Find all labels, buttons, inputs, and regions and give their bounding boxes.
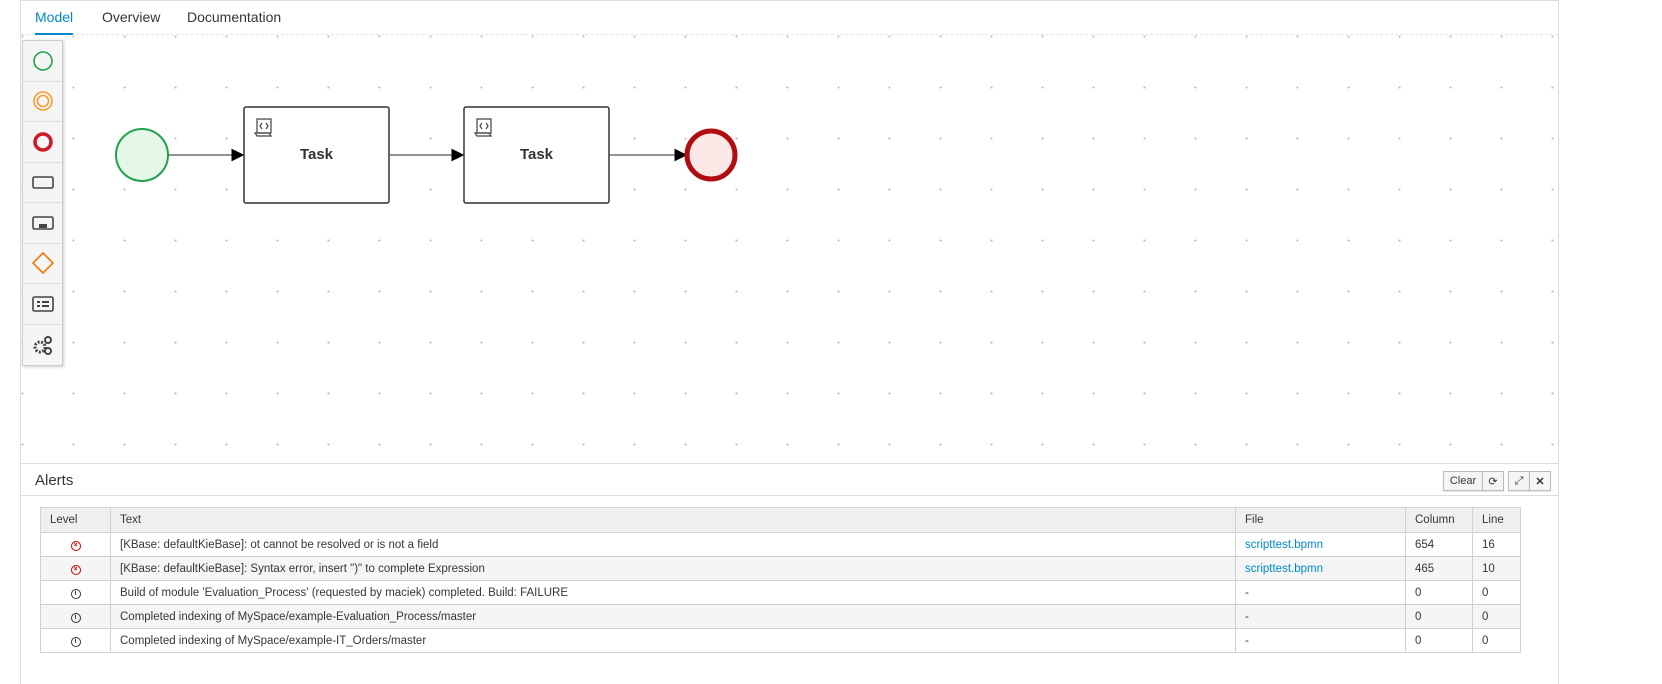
start-event[interactable] [115, 128, 169, 182]
editor-panel: Model Overview Documentation Task Task A… [20, 0, 1559, 684]
palette-start-events[interactable] [23, 41, 62, 82]
close-icon: ✕ [1535, 475, 1545, 488]
text-cell: [KBase: defaultKieBase]: Syntax error, i… [110, 556, 1236, 581]
error-icon: × [70, 541, 81, 551]
table-row[interactable]: × [KBase: defaultKieBase]: ot cannot be … [40, 532, 1521, 557]
table-row[interactable]: × [KBase: defaultKieBase]: Syntax error,… [40, 556, 1521, 581]
column-header-level[interactable]: Level [40, 507, 111, 533]
palette-intermediate-events[interactable] [23, 82, 62, 122]
palette-gateways[interactable] [23, 244, 62, 284]
subprocess-icon [31, 215, 54, 230]
tab-overview[interactable]: Overview [102, 9, 161, 25]
refresh-button[interactable]: ⟳ [1482, 471, 1504, 491]
line-cell: 0 [1472, 604, 1521, 629]
end-event-icon [32, 132, 53, 152]
alerts-table: Level Text File Column Line × [KBase: de… [40, 507, 1521, 653]
file-value: - [1245, 634, 1249, 647]
line-cell: 10 [1472, 556, 1521, 581]
file-cell: - [1235, 580, 1406, 605]
level-cell: × [40, 556, 111, 581]
text-cell: [KBase: defaultKieBase]: ot cannot be re… [110, 532, 1236, 557]
column-cell: 0 [1405, 580, 1473, 605]
end-event[interactable] [684, 128, 738, 182]
table-row[interactable]: i Completed indexing of MySpace/example-… [40, 628, 1521, 653]
file-value: - [1245, 610, 1249, 623]
palette-end-events[interactable] [23, 122, 62, 163]
level-cell: i [40, 628, 111, 653]
column-header-line[interactable]: Line [1472, 507, 1521, 533]
file-cell: scripttest.bpmn [1235, 532, 1406, 557]
text-cell: Completed indexing of MySpace/example-IT… [110, 628, 1236, 653]
column-cell: 465 [1405, 556, 1473, 581]
info-icon: i [70, 613, 81, 623]
column-header-text[interactable]: Text [110, 507, 1236, 533]
task-label: Task [519, 146, 554, 163]
line-cell: 0 [1472, 628, 1521, 653]
file-cell: - [1235, 628, 1406, 653]
close-button[interactable]: ✕ [1529, 471, 1551, 491]
column-header-column[interactable]: Column [1405, 507, 1473, 533]
table-row[interactable]: i Completed indexing of MySpace/example-… [40, 604, 1521, 629]
palette-activities[interactable] [23, 163, 62, 203]
tab-model[interactable]: Model [35, 9, 74, 35]
level-cell: i [40, 580, 111, 605]
text-cell: Completed indexing of MySpace/example-Ev… [110, 604, 1236, 629]
intermediate-event-icon [32, 91, 53, 112]
text-cell: Build of module 'Evaluation_Process' (re… [110, 580, 1236, 605]
bpmn-diagram [115, 106, 738, 204]
file-link[interactable]: scripttest.bpmn [1245, 538, 1323, 551]
file-cell: scripttest.bpmn [1235, 556, 1406, 581]
error-icon: × [70, 565, 81, 575]
palette-data-objects[interactable] [23, 284, 62, 325]
level-cell: i [40, 604, 111, 629]
script-task-icon [253, 118, 273, 137]
script-task-icon [473, 118, 493, 137]
palette-subprocesses[interactable] [23, 203, 62, 244]
level-cell: × [40, 532, 111, 557]
column-cell: 0 [1405, 628, 1473, 653]
diagram-canvas[interactable]: Task Task [21, 35, 1558, 463]
gateway-icon [31, 252, 54, 275]
palette-custom-tasks[interactable] [23, 325, 62, 366]
gears-icon [33, 335, 52, 355]
info-icon: i [70, 589, 81, 599]
line-cell: 16 [1472, 532, 1521, 557]
task-label: Task [299, 146, 334, 163]
file-cell: - [1235, 604, 1406, 629]
column-cell: 0 [1405, 604, 1473, 629]
tab-documentation[interactable]: Documentation [187, 9, 282, 25]
table-row[interactable]: i Build of module 'Evaluation_Process' (… [40, 580, 1521, 605]
shape-palette [22, 40, 63, 366]
alerts-title: Alerts [35, 472, 74, 489]
clear-button[interactable]: Clear [1443, 471, 1483, 491]
task-icon [31, 176, 54, 190]
expand-icon: ⤢ [1514, 474, 1524, 487]
column-cell: 654 [1405, 532, 1473, 557]
list-icon [31, 295, 54, 312]
file-link[interactable]: scripttest.bpmn [1245, 562, 1323, 575]
info-icon: i [70, 637, 81, 647]
tab-bar: Model Overview Documentation [21, 1, 1558, 35]
start-event-icon [32, 50, 53, 71]
column-header-file[interactable]: File [1235, 507, 1406, 533]
maximize-button[interactable]: ⤢ [1508, 471, 1530, 491]
alerts-header: Alerts Clear ⟳ ⤢ ✕ [21, 463, 1558, 496]
file-value: - [1245, 586, 1249, 599]
line-cell: 0 [1472, 580, 1521, 605]
refresh-icon: ⟳ [1488, 475, 1498, 488]
